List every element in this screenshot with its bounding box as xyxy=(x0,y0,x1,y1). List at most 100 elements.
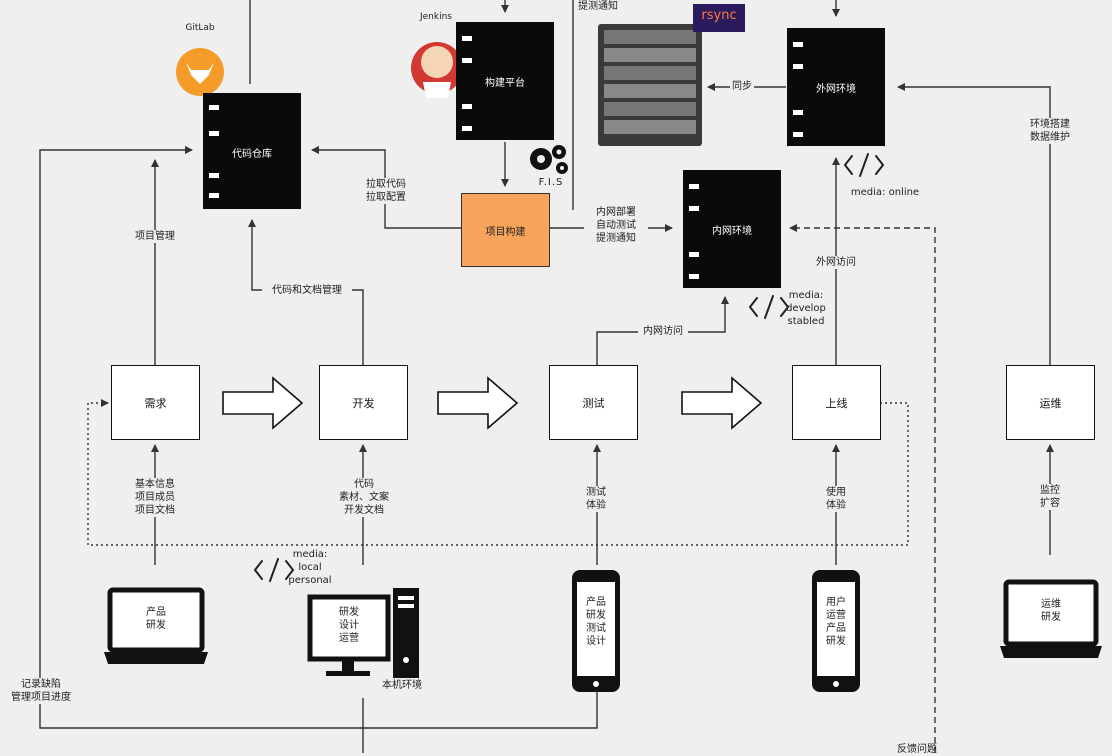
inner-deploy-label: 内网部署 自动测试 提测通知 xyxy=(584,206,648,245)
online-input-label: 使用 体验 xyxy=(816,486,856,512)
stage-requirement: 需求 xyxy=(111,365,200,440)
server-slot xyxy=(689,184,699,189)
laptop-left-icon xyxy=(104,587,208,664)
code-icons xyxy=(253,153,885,582)
laptop-left-text: 产品 研发 xyxy=(120,606,192,632)
device-line: 产品 xyxy=(146,607,166,618)
repo-server-label: 代码仓库 xyxy=(232,149,272,160)
dotted-feedback xyxy=(87,399,909,546)
env-setup-label: 环境搭建 数据维护 xyxy=(1010,118,1090,144)
server-slot xyxy=(793,64,803,69)
server-slot xyxy=(209,193,219,198)
label-line: 管理项目进度 xyxy=(11,692,71,703)
label-line: 项目成员 xyxy=(135,492,175,503)
label-line: 数据维护 xyxy=(1030,132,1070,143)
server-slot xyxy=(462,126,472,131)
phone-test-icon xyxy=(572,570,620,692)
label-line: 开发文档 xyxy=(344,505,384,516)
label-line: 拉取代码 xyxy=(366,179,406,190)
device-line: 产品 xyxy=(586,597,606,608)
device-line: 运维 xyxy=(1041,599,1061,610)
outer-access-label: 外网访问 xyxy=(810,256,862,269)
label-line: 内网部署 xyxy=(596,207,636,218)
server-slot xyxy=(462,58,472,63)
gitlab-label: GitLab xyxy=(185,23,215,33)
device-line: 研发 xyxy=(339,607,359,618)
label-line: 体验 xyxy=(826,500,846,511)
build-platform-label: 构建平台 xyxy=(485,78,525,89)
internal-env-label: 内网环境 xyxy=(712,226,752,237)
media-local-label: media: local personal xyxy=(282,548,338,587)
label-line: 提测通知 xyxy=(596,233,636,244)
test-input-label: 测试 体验 xyxy=(576,486,616,512)
stage-operations: 运维 xyxy=(1006,365,1095,440)
stage-online: 上线 xyxy=(792,365,881,440)
label-line: personal xyxy=(288,575,332,586)
stage-development: 开发 xyxy=(319,365,408,440)
server-slot xyxy=(209,131,219,136)
project-mgmt-label: 项目管理 xyxy=(128,230,182,243)
phone-test-text: 产品 研发 测试 设计 xyxy=(577,596,615,648)
device-line: 研发 xyxy=(146,620,166,631)
ops-input-label: 监控 扩容 xyxy=(1030,484,1070,510)
label-line: 自动测试 xyxy=(596,220,636,231)
external-env-server: 外网环境 xyxy=(787,28,885,146)
dev-input-label: 代码 素材、文案 开发文档 xyxy=(328,478,400,517)
label-line: media: xyxy=(292,549,328,560)
record-defects-label: 记录缺陷 管理项目进度 xyxy=(4,678,78,704)
label-line: 体验 xyxy=(586,500,606,511)
label-line: 使用 xyxy=(826,487,846,498)
laptop-right-icon xyxy=(1000,579,1102,658)
jenkins-logo xyxy=(411,42,463,98)
code-doc-mgmt-label: 代码和文档管理 xyxy=(262,284,352,297)
phone-online-text: 用户 运营 产品 研发 xyxy=(817,596,855,648)
rsync-badge xyxy=(693,4,745,32)
label-line: develop xyxy=(786,303,826,314)
local-env-label: 本机环境 xyxy=(382,680,422,691)
project-build-box: 项目构建 xyxy=(461,193,550,267)
gitlab-logo xyxy=(176,48,224,96)
inner-access-label: 内网访问 xyxy=(638,325,688,338)
server-slot xyxy=(793,110,803,115)
label-line: 测试 xyxy=(586,487,606,498)
server-slot xyxy=(689,274,699,279)
label-line: 基本信息 xyxy=(135,479,175,490)
external-env-label: 外网环境 xyxy=(816,84,856,95)
label-line: 拉取配置 xyxy=(366,192,406,203)
top-notify-label: 提测通知 xyxy=(578,1,618,12)
label-line: 扩容 xyxy=(1040,498,1060,509)
server-slot xyxy=(793,132,803,137)
server-slot xyxy=(689,206,699,211)
desktop-computer-icon xyxy=(307,588,419,678)
pull-code-label: 拉取代码 拉取配置 xyxy=(356,178,416,204)
server-slot xyxy=(209,173,219,178)
device-line: 研发 xyxy=(1041,612,1061,623)
device-line: 运营 xyxy=(339,633,359,644)
server-slot xyxy=(462,104,472,109)
device-line: 研发 xyxy=(826,636,846,647)
feedback-label: 反馈问题 xyxy=(897,744,937,755)
desktop-text: 研发 设计 运营 xyxy=(314,606,384,645)
flow-arrows xyxy=(222,376,763,430)
jenkins-label: Jenkins xyxy=(419,12,452,22)
label-line: 代码 xyxy=(354,479,374,490)
media-online-label: media: online xyxy=(850,187,920,198)
label-line: 项目文档 xyxy=(135,505,175,516)
device-line: 用户 xyxy=(826,597,846,608)
server-slot xyxy=(793,42,803,47)
device-line: 研发 xyxy=(586,610,606,621)
label-line: local xyxy=(298,562,322,573)
internal-env-server: 内网环境 xyxy=(683,170,781,288)
phone-online-icon xyxy=(812,570,860,692)
req-input-label: 基本信息 项目成员 项目文档 xyxy=(120,478,190,517)
device-line: 设计 xyxy=(586,636,606,647)
label-line: 素材、文案 xyxy=(339,492,389,503)
server-slot xyxy=(689,252,699,257)
rsync-label: rsync xyxy=(701,8,737,23)
device-line: 运营 xyxy=(826,610,846,621)
sync-label: 同步 xyxy=(730,80,754,93)
fis-gears-icon xyxy=(530,145,568,174)
laptop-right-text: 运维 研发 xyxy=(1014,598,1088,624)
device-line: 设计 xyxy=(339,620,359,631)
